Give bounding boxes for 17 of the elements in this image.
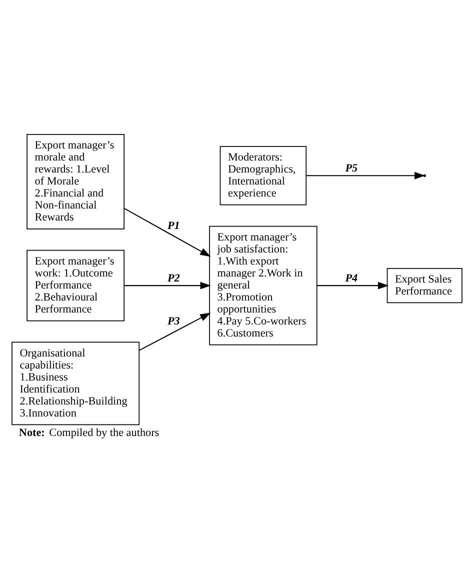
arrow [139, 312, 211, 351]
edge-label: P2 [167, 272, 180, 285]
node-box: Moderators: Demographics, International experience [220, 146, 307, 206]
edge-label: P1 [167, 220, 180, 232]
caption: Note: Compiled by the authors [18, 427, 160, 440]
edge-label: P3 [167, 316, 180, 328]
arrow [317, 282, 389, 290]
node-box: Export Sales Performance [386, 268, 462, 304]
edge-label: P5 [345, 162, 358, 175]
arrow [306, 172, 426, 180]
node-box: Organisational capabilities: 1.Business Identification 2.Relationship-Building 3.Innovation [12, 342, 140, 426]
node-box: Export manager’s morale and rewards: 1.Level of Morale 2.Financial and Non-financial Rewards [26, 134, 124, 230]
edge-label: P4 [345, 272, 358, 285]
node-box: Export manager’s job satisfaction: 1.With export manager 2.Work in general 3.Promotion opportunities 4.Pay 5.Co-workers 6.Customers [209, 226, 318, 346]
arrow [124, 208, 211, 257]
node-box: Export manager’s work: 1.Outcome Performance 2.Behavioural Performance [26, 250, 124, 322]
arrow [124, 282, 211, 290]
